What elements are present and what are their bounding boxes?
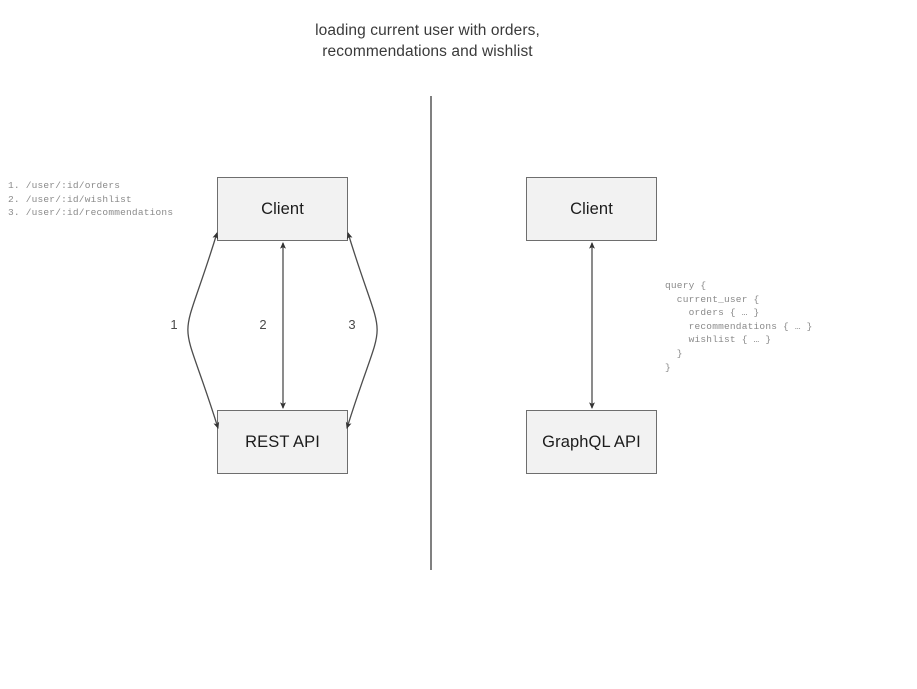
rest-endpoints-list: 1. /user/:id/orders 2. /user/:id/wishlis…: [8, 180, 174, 219]
node-graphql-api[interactable]: GraphQL API: [526, 410, 657, 474]
graphql-query-snippet: query { current_user { orders { … } reco…: [665, 280, 813, 373]
node-graphql-api-label: GraphQL API: [542, 432, 641, 451]
node-rest-client[interactable]: Client: [217, 177, 348, 241]
edge-label-3: 3: [348, 317, 356, 332]
vertical-separator: [430, 96, 432, 570]
node-rest-api-label: REST API: [245, 432, 320, 451]
edge-label-2: 2: [259, 317, 267, 332]
edge-rest-1: [187, 232, 220, 429]
node-rest-client-label: Client: [261, 199, 304, 218]
node-graphql-client-label: Client: [570, 199, 613, 218]
node-rest-api[interactable]: REST API: [217, 410, 348, 474]
page-title: loading current user with orders, recomm…: [315, 22, 540, 60]
edge-label-1: 1: [170, 317, 178, 332]
node-graphql-client[interactable]: Client: [526, 177, 657, 241]
